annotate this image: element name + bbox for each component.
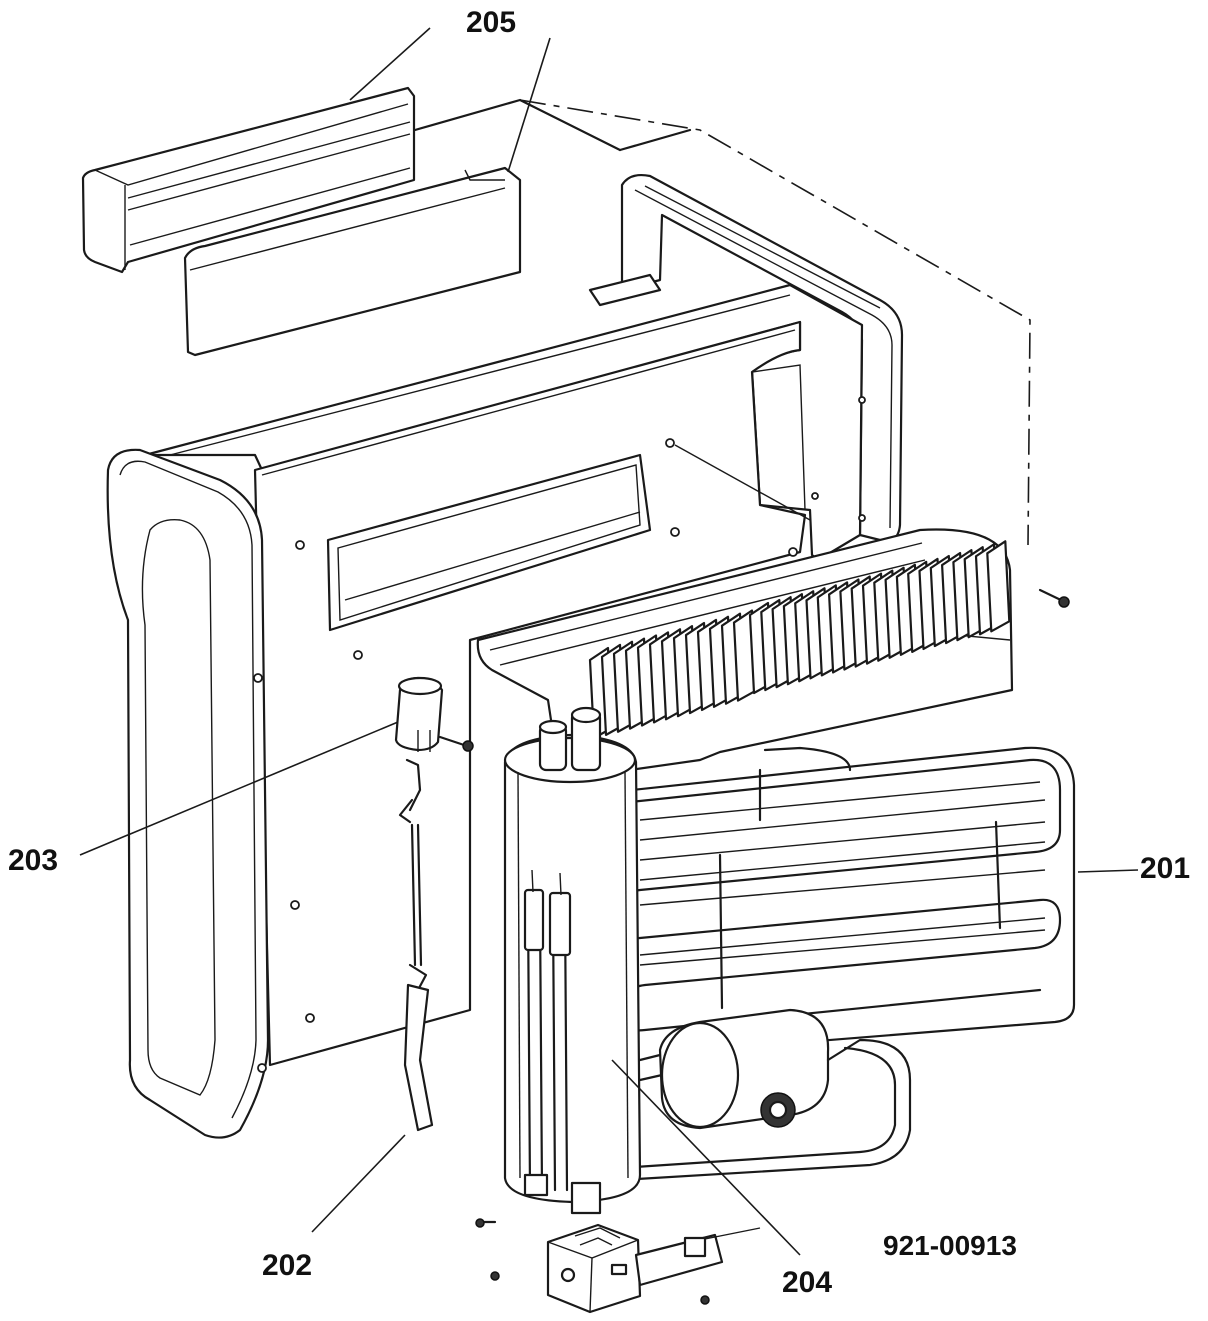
cabinet-back-outline — [413, 98, 1031, 546]
burner-assembly — [546, 1223, 761, 1314]
door-frame-left — [106, 448, 270, 1139]
absorber-tank — [618, 1008, 912, 1182]
label-204: 204 — [782, 1266, 832, 1299]
condenser-fins — [588, 540, 1011, 740]
part-202-baffle — [398, 758, 434, 1132]
part-205-panel — [183, 166, 522, 357]
leader-lines — [79, 27, 1139, 1256]
part-204-boiler — [503, 706, 642, 1215]
fin — [986, 540, 1011, 633]
drawing-number: 921-00913 — [883, 1230, 1017, 1261]
part-205-rail — [81, 86, 416, 274]
label-205: 205 — [466, 6, 516, 39]
condenser-coils — [598, 738, 1076, 1054]
main-liner-box — [143, 273, 866, 1067]
screws — [438, 588, 1070, 1305]
label-201: 201 — [1140, 852, 1190, 885]
part-203-flue-cap — [394, 676, 444, 752]
label-203: 203 — [8, 844, 58, 877]
label-202: 202 — [262, 1249, 312, 1282]
